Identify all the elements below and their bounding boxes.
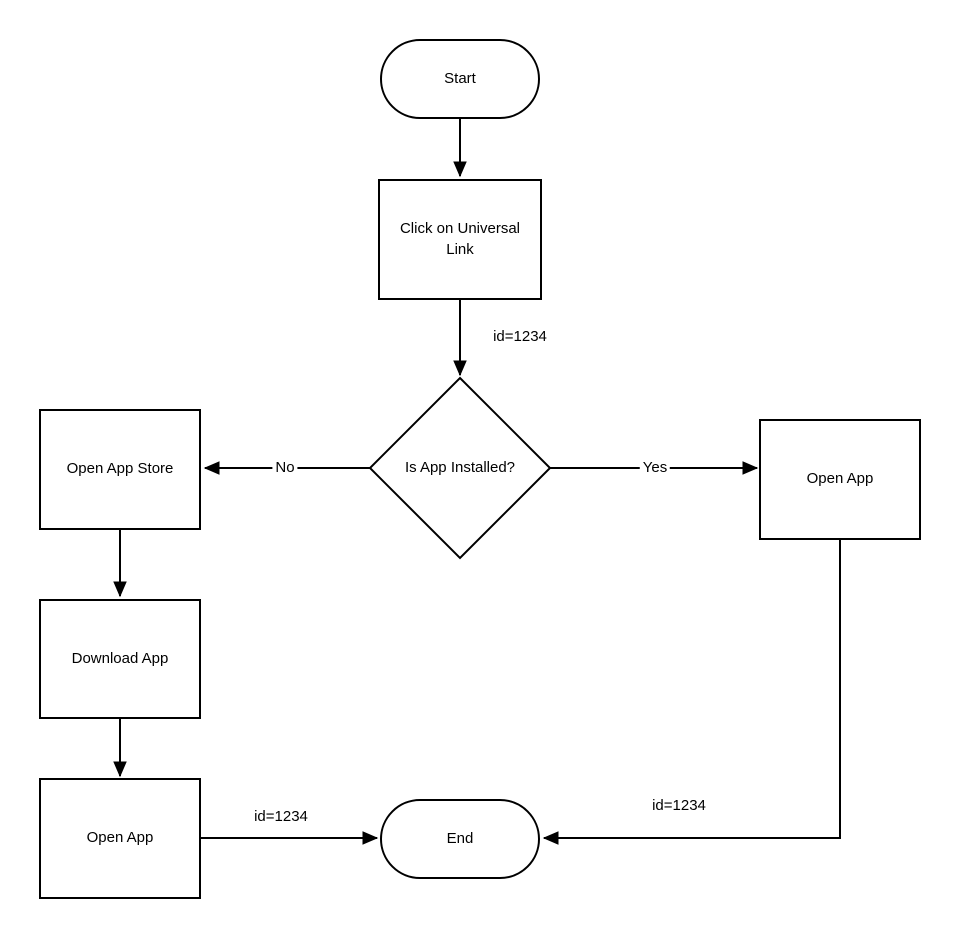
edge-label-id-left-to-end: id=1234: [251, 808, 311, 826]
node-start-label: Start: [444, 69, 476, 87]
node-open-app-yes-branch-label: Open App: [806, 470, 874, 488]
node-click-universal-link-label: Click on Universal Link: [399, 220, 521, 258]
node-is-app-installed: Is App Installed?: [380, 448, 540, 488]
edge-label-yes: Yes: [639, 459, 671, 477]
edge-label-id-right-to-end: id=1234: [649, 797, 709, 815]
node-open-app-no-branch-label: Open App: [86, 829, 154, 847]
node-start: Start: [380, 39, 540, 119]
node-open-app-no-branch: Open App: [39, 778, 201, 899]
node-click-universal-link: Click on Universal Link: [378, 179, 542, 300]
decision-diamond-shape: [368, 376, 552, 560]
node-end: End: [380, 799, 540, 879]
node-open-app-yes-branch: Open App: [759, 419, 921, 540]
edge-label-id-click-to-decision: id=1234: [490, 328, 550, 346]
node-download-app-label: Download App: [71, 649, 169, 667]
node-end-label: End: [446, 829, 474, 847]
node-open-app-store: Open App Store: [39, 409, 201, 530]
node-open-app-store-label: Open App Store: [66, 460, 174, 478]
edge-label-no: No: [272, 459, 298, 477]
edge-right-open-app-to-end: [542, 540, 841, 845]
node-is-app-installed-label: Is App Installed?: [404, 458, 516, 476]
node-download-app: Download App: [39, 599, 201, 719]
